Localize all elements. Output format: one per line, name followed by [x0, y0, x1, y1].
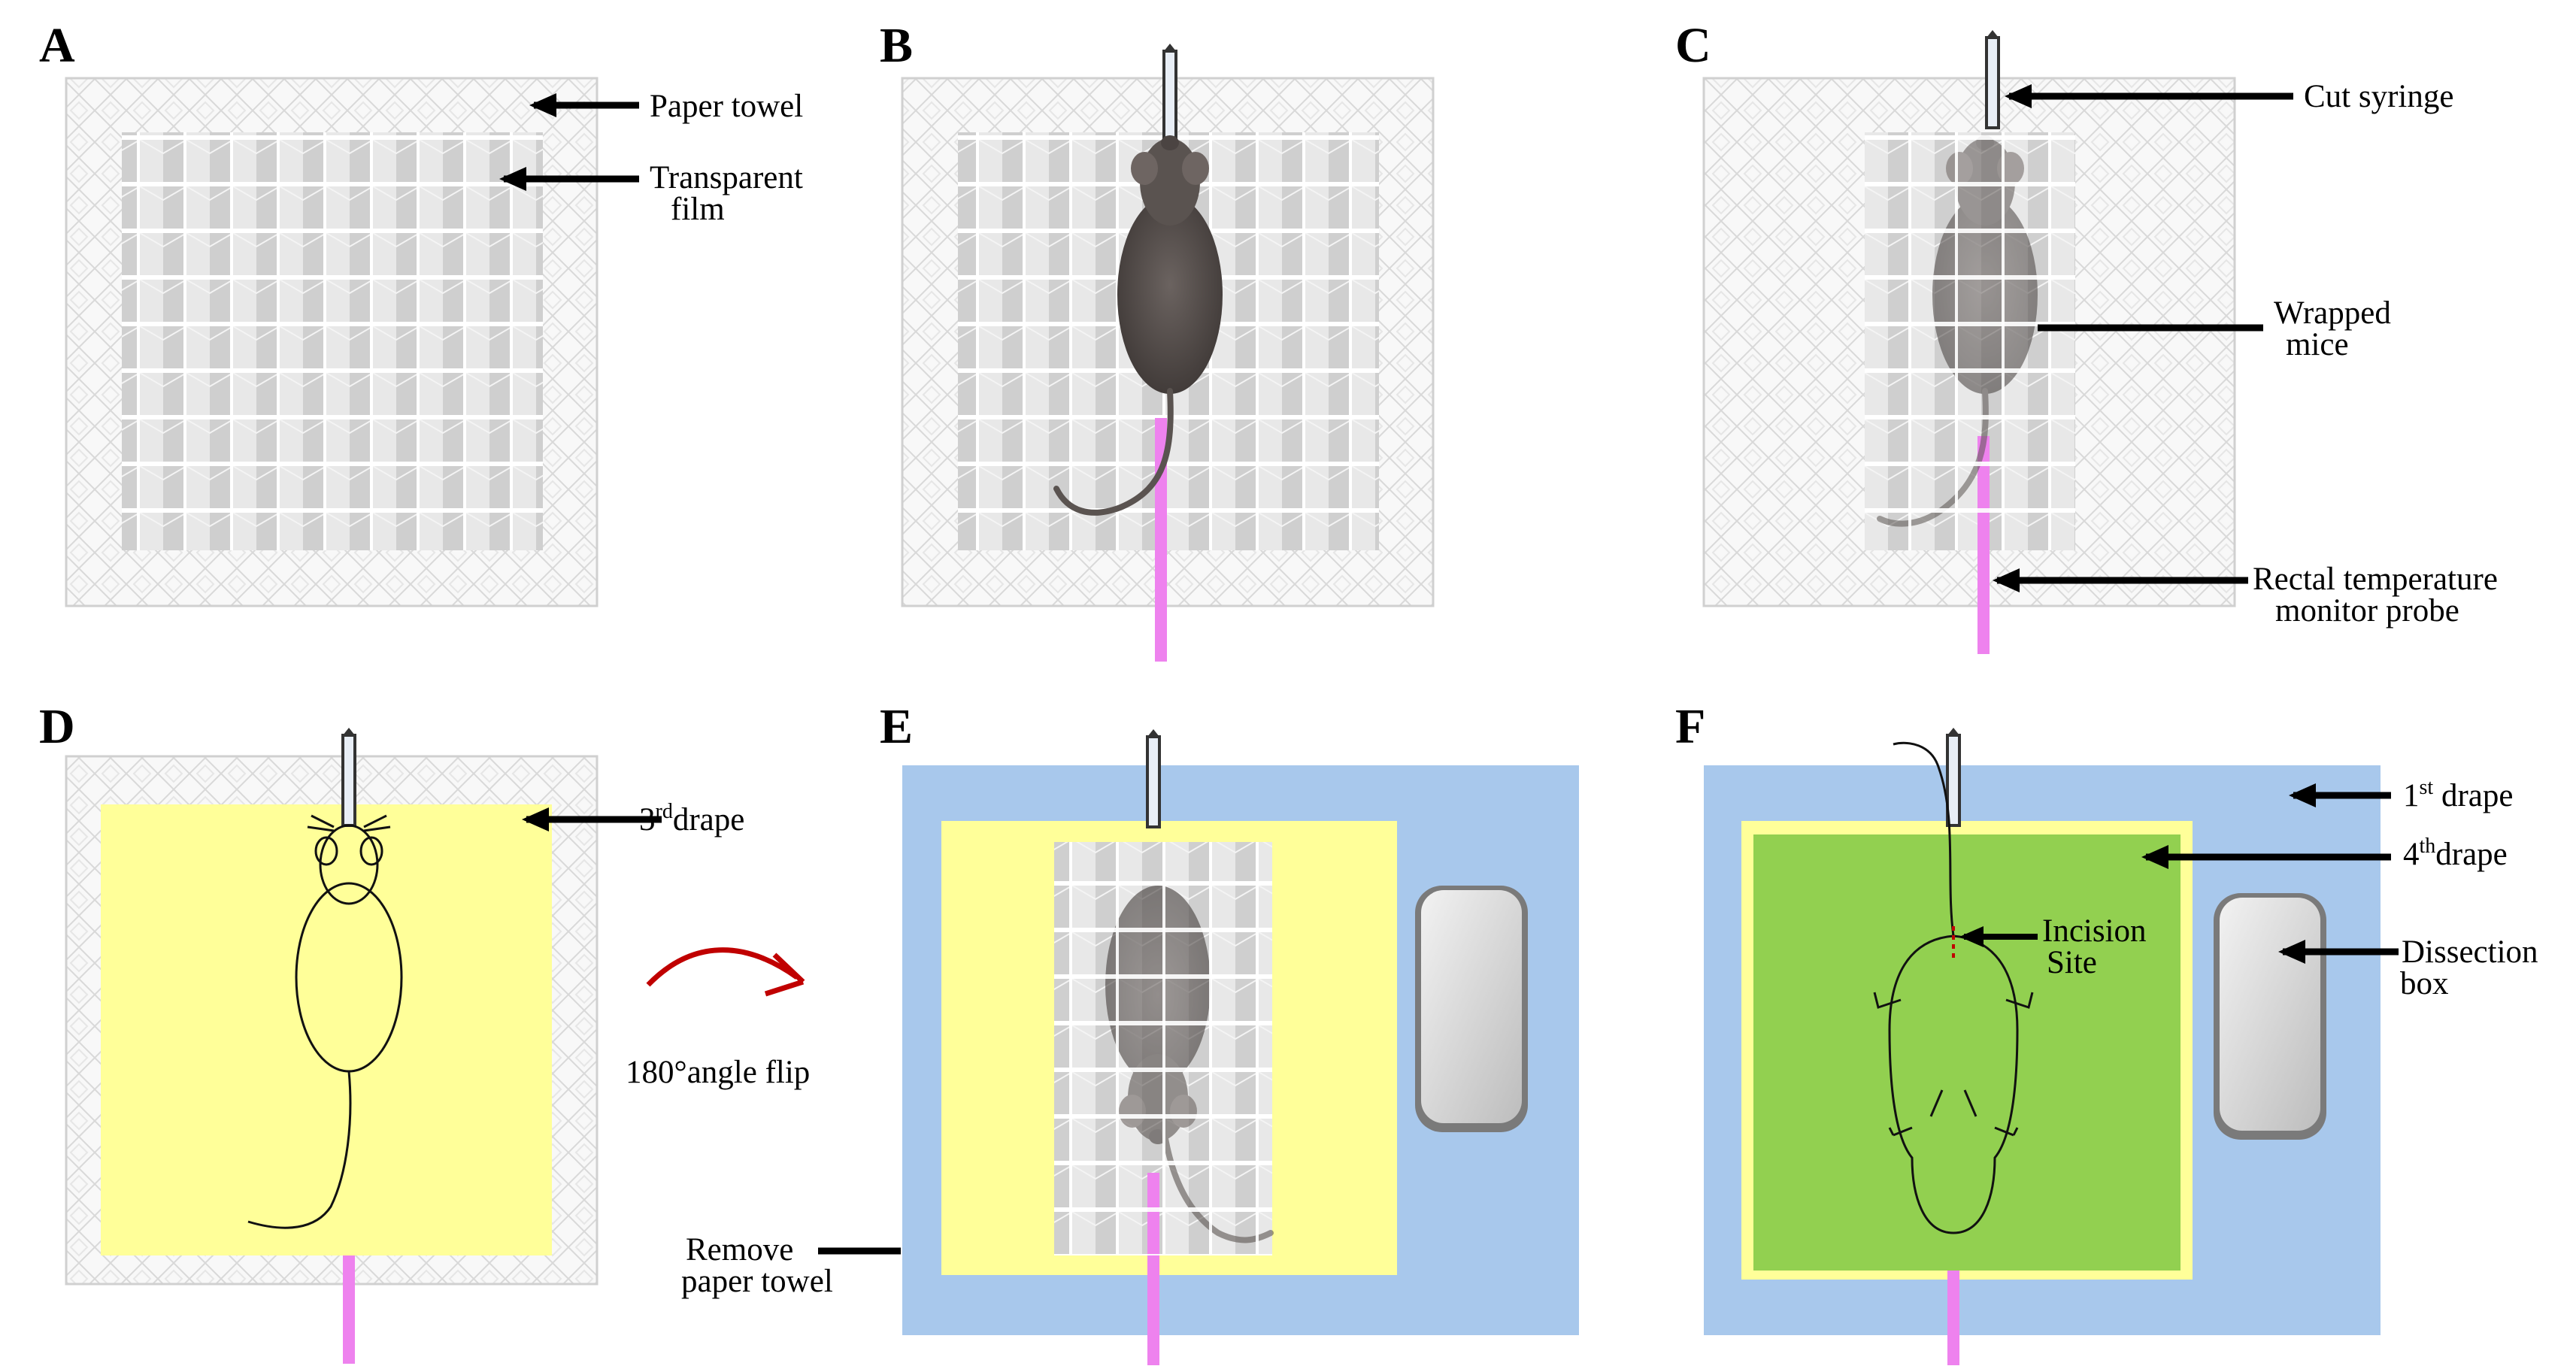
- label-incision-1: Incision: [2042, 913, 2147, 949]
- syringe-icon: [1946, 726, 1961, 827]
- panel-letter-e: E: [880, 699, 913, 754]
- dissection-box-icon: [1415, 886, 1528, 1132]
- arrow-icon: [499, 167, 639, 191]
- film-overlay: [1865, 132, 2075, 550]
- film-overlay: [1054, 842, 1272, 1255]
- label-cut-syringe: Cut syringe: [2304, 79, 2453, 114]
- syringe-icon: [1162, 42, 1177, 143]
- arrow-icon: [2278, 940, 2399, 964]
- arrow-icon: [522, 807, 662, 831]
- panel-a: A Paper towel Transparent film: [39, 18, 803, 607]
- arrow-icon: [1993, 568, 2248, 592]
- transparent-film: [122, 132, 543, 550]
- syringe-icon: [1985, 29, 2000, 129]
- rectal-probe: [1947, 1271, 1959, 1365]
- label-incision-2: Site: [2047, 945, 2097, 980]
- label-first-drape: 1st drape: [2403, 776, 2513, 813]
- label-remove-towel-1: Remove: [686, 1232, 793, 1268]
- mouse-illustration: [1053, 135, 1223, 516]
- label-transparent-film-2: film: [671, 192, 725, 227]
- panel-f: F 1st drape 4thdrape Incision Site: [1675, 699, 2538, 1365]
- label-wrapped-mice-1: Wrapped: [2274, 295, 2391, 331]
- panel-b: B: [880, 18, 1435, 662]
- panel-letter-d: D: [39, 699, 75, 754]
- label-remove-towel-2: paper towel: [681, 1264, 833, 1299]
- third-drape: [101, 804, 552, 1255]
- rectal-probe: [343, 1225, 355, 1364]
- curved-arrow-icon: [646, 947, 805, 997]
- arrow-icon: [529, 93, 639, 117]
- arrow-icon: [2141, 845, 2391, 869]
- fourth-drape: [1753, 834, 2181, 1271]
- arrow-icon: [1959, 926, 2038, 947]
- panel-letter-c: C: [1675, 18, 1711, 73]
- panel-letter-a: A: [39, 18, 75, 73]
- label-third-drape: 3rddrape: [639, 800, 744, 837]
- arrow-icon: [2289, 783, 2391, 807]
- label-fourth-drape: 4thdrape: [2403, 834, 2508, 872]
- mouse-illustration: [247, 814, 403, 1229]
- panel-letter-b: B: [880, 18, 913, 73]
- panel-e: E Remove paper towel: [681, 699, 1579, 1365]
- panel-d: D 3rddrape: [39, 699, 744, 1364]
- label-transparent-film-1: Transparent: [650, 160, 803, 195]
- arrow-icon: [2005, 84, 2293, 108]
- label-rectal-probe-2: monitor probe: [2275, 593, 2459, 628]
- label-dissection-box-2: box: [2400, 966, 2449, 1001]
- dissection-box-icon: [2214, 893, 2326, 1140]
- label-paper-towel: Paper towel: [650, 89, 803, 124]
- label-rectal-probe-1: Rectal temperature: [2253, 562, 2498, 597]
- label-wrapped-mice-2: mice: [2286, 327, 2349, 362]
- label-flip: 180°angle flip: [626, 1055, 810, 1090]
- label-dissection-box-1: Dissection: [2402, 934, 2538, 970]
- panel-c: C Cut syringe Wrapped mice Rectal temper…: [1675, 18, 2498, 654]
- syringe-icon: [1146, 728, 1161, 828]
- syringe-icon: [341, 726, 356, 827]
- panel-letter-f: F: [1675, 699, 1705, 754]
